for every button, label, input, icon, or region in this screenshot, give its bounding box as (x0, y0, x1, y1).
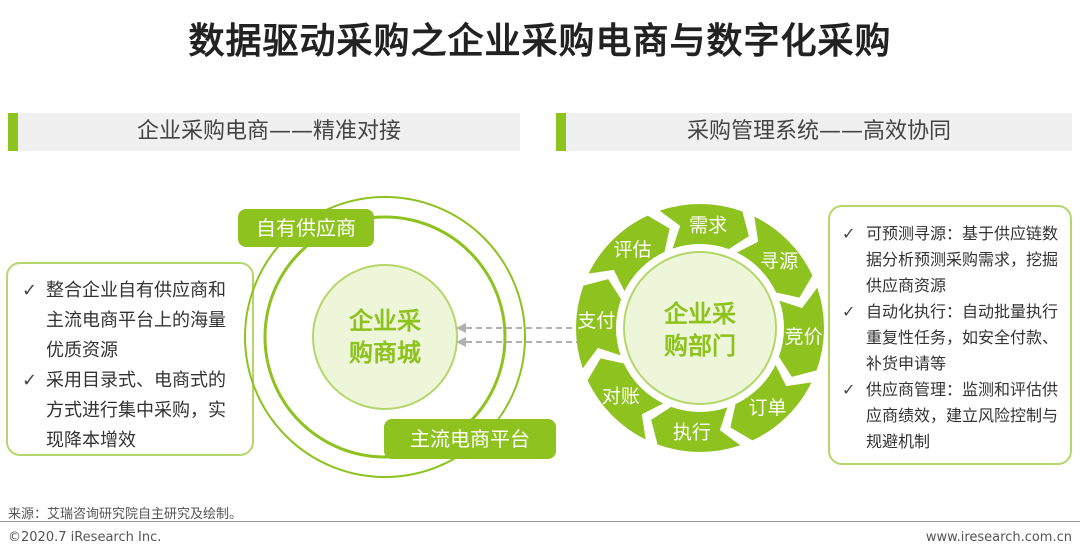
mall-center-label-line2: 购商城 (349, 339, 421, 367)
dept-center-label-line1: 企业采 (664, 300, 736, 328)
copyright: ©2020.7 iResearch Inc. (8, 530, 162, 545)
middle-ring (263, 215, 507, 459)
mall-diagram: 企业采 购商城 (244, 196, 526, 478)
right-bullet-item: ✓供应商管理：监测和评估供应商绩效，建立风险控制与规避机制 (842, 377, 1062, 455)
right-bullet-box: ✓可预测寻源：基于供应链数据分析预测采购需求，挖掘供应商资源 ✓自动化执行：自动… (828, 205, 1072, 465)
check-icon: ✓ (842, 302, 856, 321)
cycle-step-label: 执行 (673, 422, 711, 444)
source-note: 来源：艾瑞咨询研究院自主研究及绘制。 (8, 507, 243, 522)
cycle-step-label: 评估 (613, 239, 651, 261)
check-icon: ✓ (842, 224, 856, 243)
cycle-step-label: 订单 (749, 397, 787, 419)
left-header-accent (8, 113, 18, 151)
check-icon: ✓ (22, 280, 38, 301)
check-icon: ✓ (842, 380, 856, 399)
right-bullet-item: ✓自动化执行：自动批量执行重复性任务，如安全付款、补货申请等 (842, 299, 1062, 377)
own-supplier-tag: 自有供应商 (238, 209, 374, 247)
cycle-step-label: 竞价 (785, 326, 823, 348)
outer-ring (244, 196, 526, 478)
dept-center-label-line2: 购部门 (664, 332, 736, 360)
mall-center-label-line1: 企业采 (349, 307, 421, 335)
mall-center-circle (312, 264, 458, 410)
left-bullet-list: ✓整合企业自有供应商和主流电商平台上的海量优质资源 ✓采用目录式、电商式的方式进… (22, 276, 242, 456)
check-icon: ✓ (22, 370, 38, 391)
left-bullet-box: ✓整合企业自有供应商和主流电商平台上的海量优质资源 ✓采用目录式、电商式的方式进… (6, 262, 254, 456)
page-title: 数据驱动采购之企业采购电商与数字化采购 (188, 21, 892, 62)
left-bullet-item: ✓采用目录式、电商式的方式进行集中采购，实现降本增效 (22, 366, 242, 456)
arrow-left-head-icon (456, 323, 466, 333)
cycle-step-arrow (587, 358, 664, 440)
mainstream-platform-tag: 主流电商平台 (384, 419, 556, 459)
cycle-step-arrow (651, 406, 741, 452)
cycle-step-label: 需求 (689, 214, 727, 236)
right-section-header: 采购管理系统——高效协同 (556, 113, 1072, 151)
cycle-step-arrow (588, 215, 670, 292)
left-header-text: 企业采购电商——精准对接 (136, 119, 401, 144)
cycle-step-label: 对账 (602, 386, 640, 408)
cycle-step-arrow (778, 287, 824, 377)
cycle-step-arrow (736, 216, 813, 298)
cycle-step-label: 寻源 (760, 250, 798, 272)
right-header-accent (556, 113, 566, 151)
cycle-step-arrow (576, 279, 622, 369)
right-bullet-list: ✓可预测寻源：基于供应链数据分析预测采购需求，挖掘供应商资源 ✓自动化执行：自动… (842, 221, 1062, 455)
left-bullet-item: ✓整合企业自有供应商和主流电商平台上的海量优质资源 (22, 276, 242, 366)
footer-divider (0, 521, 1080, 522)
cycle-step-arrow (730, 364, 812, 441)
website-link[interactable]: www.iresearch.com.cn (925, 530, 1072, 545)
arrow-left-head-icon (456, 337, 466, 347)
right-header-text: 采购管理系统——高效协同 (686, 119, 951, 144)
right-bullet-item: ✓可预测寻源：基于供应链数据分析预测采购需求，挖掘供应商资源 (842, 221, 1062, 299)
cycle-step-label: 支付 (577, 310, 615, 332)
left-section-header: 企业采购电商——精准对接 (8, 113, 520, 151)
cycle-step-arrow (659, 204, 749, 250)
dept-center-circle (623, 251, 777, 405)
